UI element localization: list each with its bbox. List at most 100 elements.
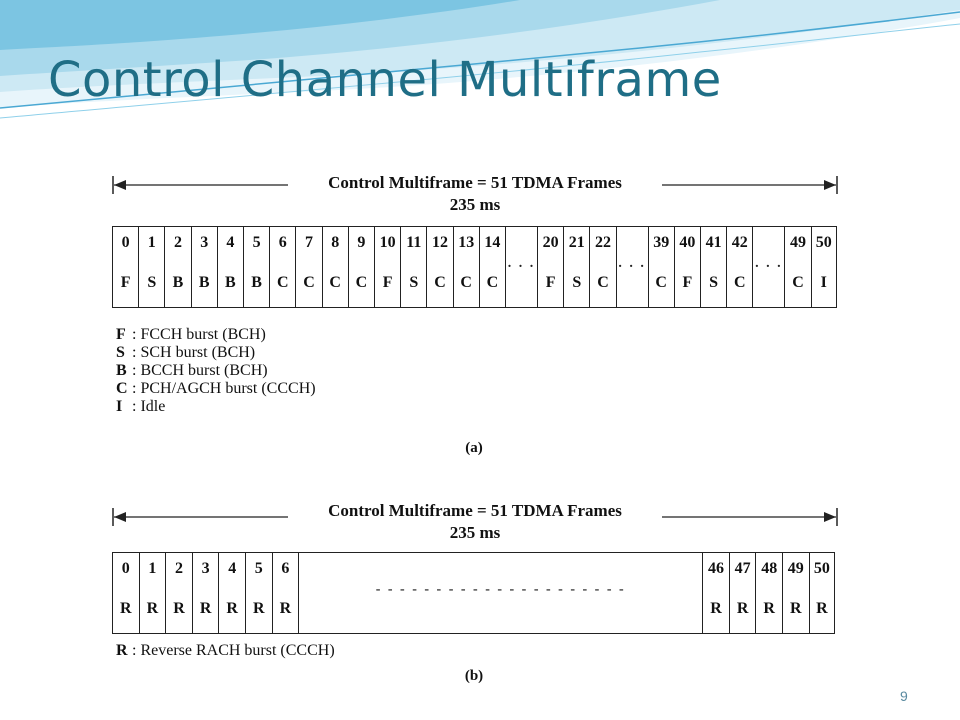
panel-b-header-title: Control Multiframe = 51 TDMA Frames [328,501,622,520]
frame-burst-type: C [655,274,667,291]
frame-row-bottom-border [112,307,837,308]
frame-burst-type: B [172,274,184,291]
legend-entry: I: Idle [116,398,316,416]
frame-gap-dots: . . . [755,256,783,271]
frame-gap-dots: . . . [507,256,536,271]
frame-number: 49 [787,560,804,577]
frame-number: 11 [406,234,422,251]
legend-entry: S: SCH burst (BCH) [116,344,316,362]
frame-number: 50 [813,560,830,577]
frame-burst-type: F [120,274,131,291]
frame-number: 40 [679,234,696,251]
frame-number: 1 [147,234,156,251]
legend-description: : Reverse RACH burst (CCCH) [132,642,335,659]
slide-title: Control Channel Multiframe [48,52,722,108]
frame-number: 41 [705,234,722,251]
page-number: 9 [900,688,908,704]
frame-burst-type: F [545,274,556,291]
legend-description: : SCH burst (BCH) [132,344,256,361]
frame-gap: . . . [752,226,784,308]
frame-row-top-border [112,226,837,227]
frame-burst-type: C [460,274,472,291]
frame-burst-type: C [355,274,368,291]
frame-number: 6 [278,234,287,251]
frame-burst-type: R [763,600,775,617]
frame-number: 14 [484,234,501,251]
frame-burst-type: C [486,274,499,291]
panel-a-span-arrow [112,176,838,194]
panel-a-header: Control Multiframe = 51 TDMA Frames 235 … [112,172,838,216]
frame-gap: . . . [615,226,648,308]
frame-number: 22 [594,234,611,251]
frame-gap-dots: - - - - - - - - - - - - - - - - - - - - … [375,582,626,597]
frame-number: 7 [304,234,313,251]
frame-number: 12 [431,234,448,251]
frame-number: 8 [331,234,340,251]
legend-description: : Idle [132,398,166,415]
legend-description: : FCCH burst (BCH) [132,326,266,343]
frame-gap: - - - - - - - - - - - - - - - - - - - - … [298,552,702,634]
panel-a-header-duration: 235 ms [449,195,501,214]
frame-burst-type: R [253,600,265,617]
frame-burst-type: R [710,600,722,617]
frame-burst-type: S [409,274,419,291]
legend-entry: C: PCH/AGCH burst (CCCH) [116,380,316,398]
frame-burst-type: S [572,274,582,291]
frame-burst-type: S [147,274,157,291]
frame-number: 49 [789,234,806,251]
frame-number: 6 [281,560,290,577]
panel-a-header-title: Control Multiframe = 51 TDMA Frames [328,173,622,192]
panel-b-legend: R: Reverse RACH burst (CCCH) [116,642,335,660]
frame-burst-type: B [251,274,262,291]
panel-b-span-arrow [112,508,838,526]
legend-entry: B: BCCH burst (BCH) [116,362,316,380]
frame-burst-type: R [173,600,185,617]
legend-key: B [116,362,127,379]
panel-b-header: Control Multiframe = 51 TDMA Frames 235 … [112,500,838,544]
legend-key: C [116,380,128,397]
legend-key: F [116,326,126,343]
frame-row-bottom-border [112,633,836,634]
frame-burst-type: C [734,274,746,291]
frame-burst-type: F [682,274,693,291]
frame-number: 4 [228,560,237,577]
panel-a-caption: (a) [465,440,483,456]
frame-number: 10 [379,234,396,251]
frame-burst-type: F [382,274,393,291]
panel-b-header-duration: 235 ms [449,523,501,542]
frame-number: 20 [542,234,559,251]
frame-number: 39 [653,234,670,251]
frame-number: 48 [761,560,778,577]
frame-burst-type: S [709,274,719,291]
